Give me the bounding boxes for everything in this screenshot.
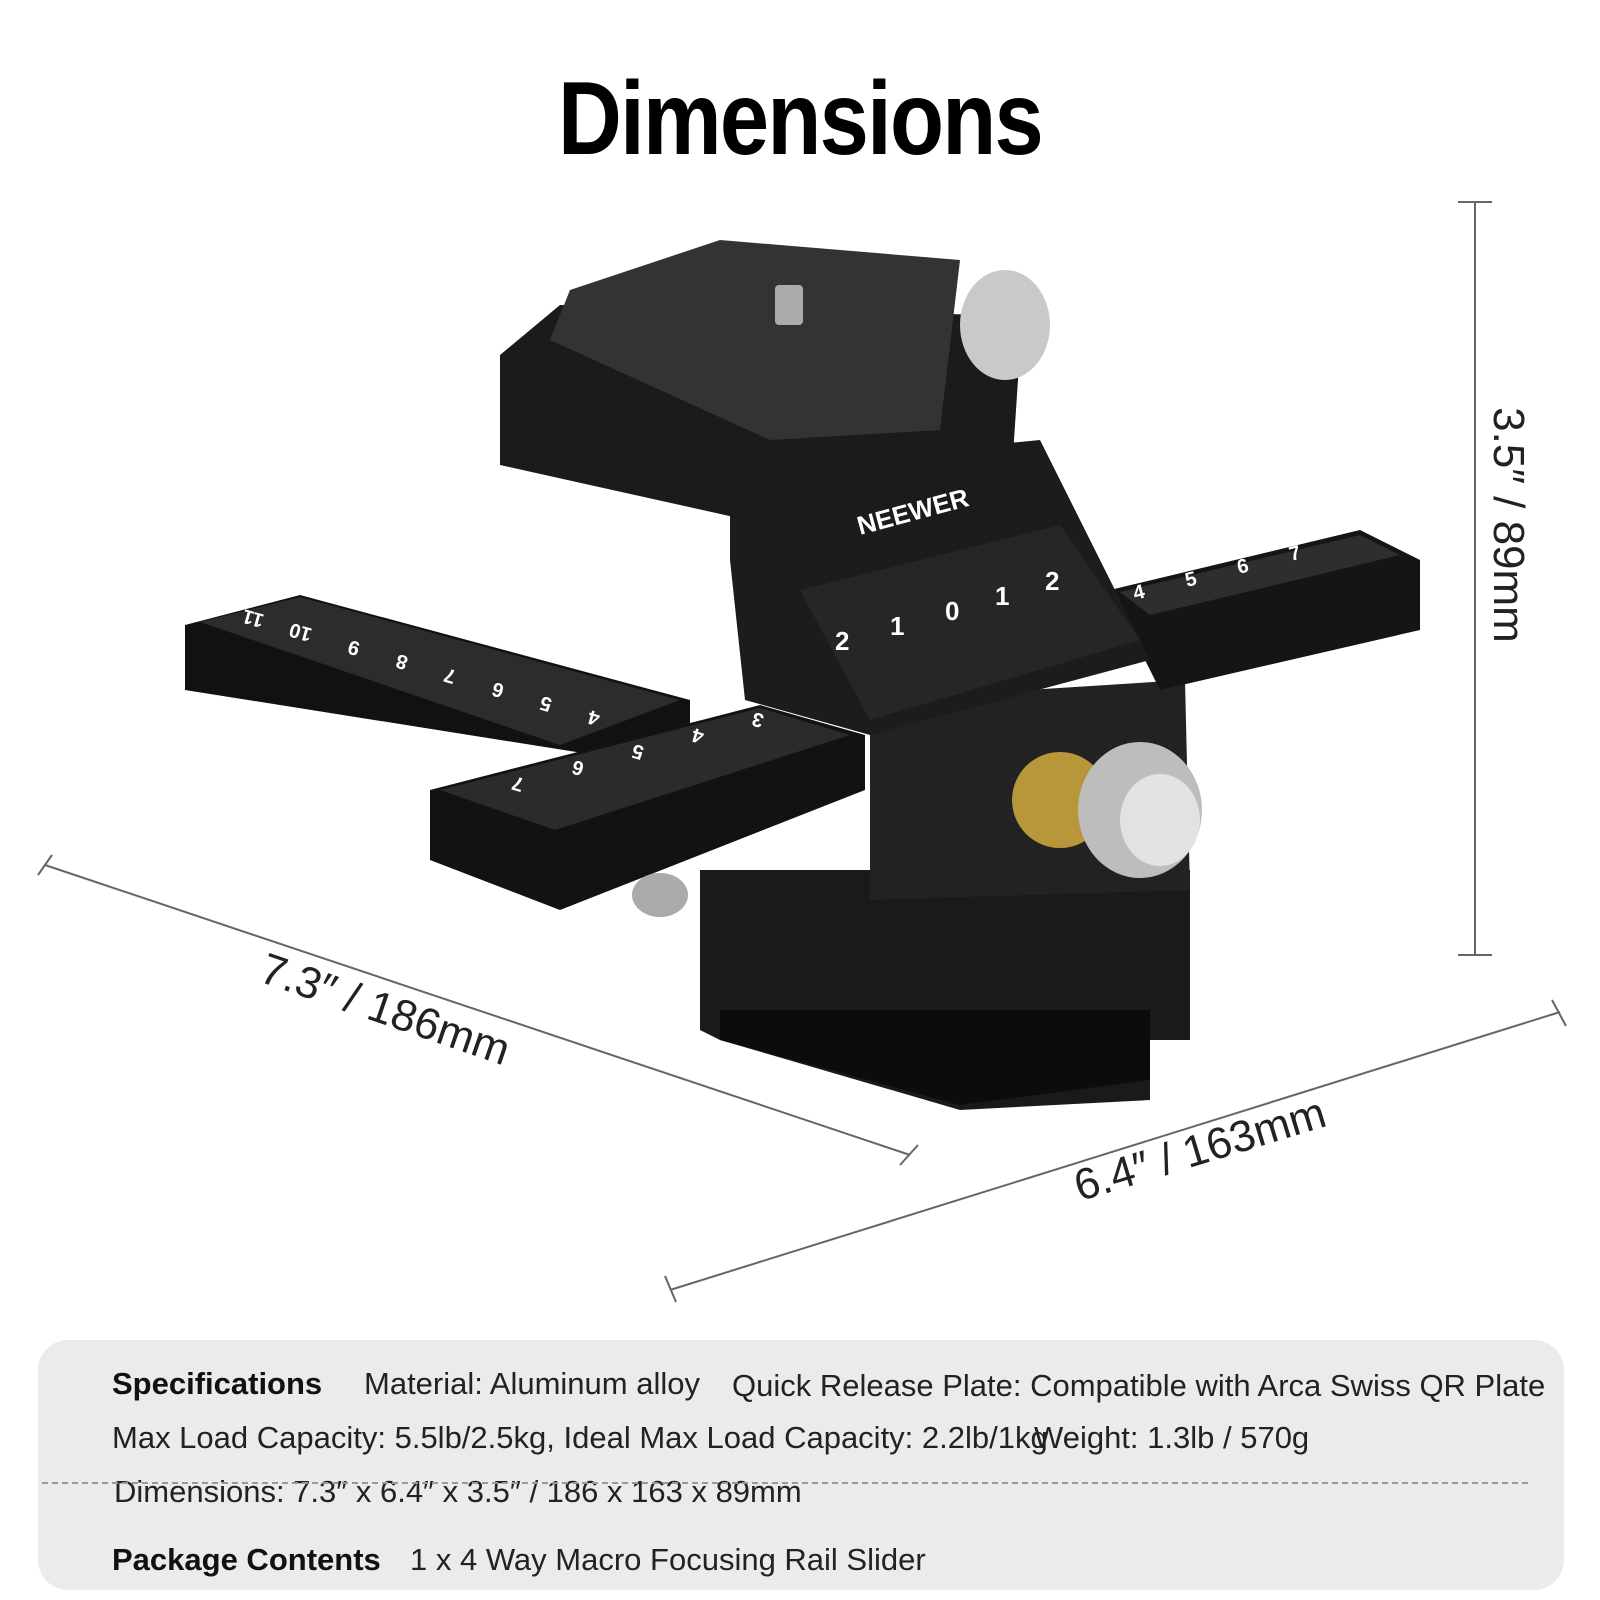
top-knob — [960, 270, 1050, 380]
quick-release-plate — [550, 240, 960, 440]
page-title: Dimensions — [557, 61, 1044, 177]
package-contents: 1 x 4 Way Macro Focusing Rail Slider — [410, 1542, 926, 1577]
specs-heading: Specifications — [112, 1366, 323, 1401]
center-scale — [800, 525, 1140, 720]
spec-dimensions: Dimensions: 7.3″ x 6.4″ x 3.5″ / 186 x 1… — [114, 1474, 802, 1509]
spec-load: Max Load Capacity: 5.5lb/2.5kg, Ideal Ma… — [112, 1420, 1048, 1455]
height-dimension-label: 3.5″ / 89mm — [1483, 407, 1533, 643]
spec-material: Material: Aluminum alloy — [364, 1366, 700, 1401]
rail-scale-label: 6 — [1235, 555, 1251, 579]
rail-right — [1110, 530, 1420, 690]
scale-label: 1 — [995, 581, 1009, 611]
spec-weight: Weight: 1.3lb / 570g — [1034, 1420, 1310, 1455]
scale-label: 0 — [945, 596, 959, 626]
mounting-screw — [775, 285, 803, 325]
package-heading: Package Contents — [112, 1542, 381, 1577]
width-line — [669, 1011, 1561, 1291]
scale-label: 2 — [835, 626, 849, 656]
small-knob — [632, 873, 688, 917]
scale-label: 1 — [890, 611, 904, 641]
length-line — [44, 864, 911, 1156]
dimension-lines — [37, 201, 1567, 1303]
spec-qr-plate: Quick Release Plate: Compatible with Arc… — [732, 1368, 1546, 1403]
rail-scale-label: 7 — [1287, 542, 1303, 566]
specs-panel: Specifications Material: Aluminum alloy … — [38, 1340, 1564, 1590]
rail-scale-label: 5 — [1183, 568, 1199, 592]
scale-label: 2 — [1045, 566, 1059, 596]
divider — [42, 1482, 1528, 1484]
